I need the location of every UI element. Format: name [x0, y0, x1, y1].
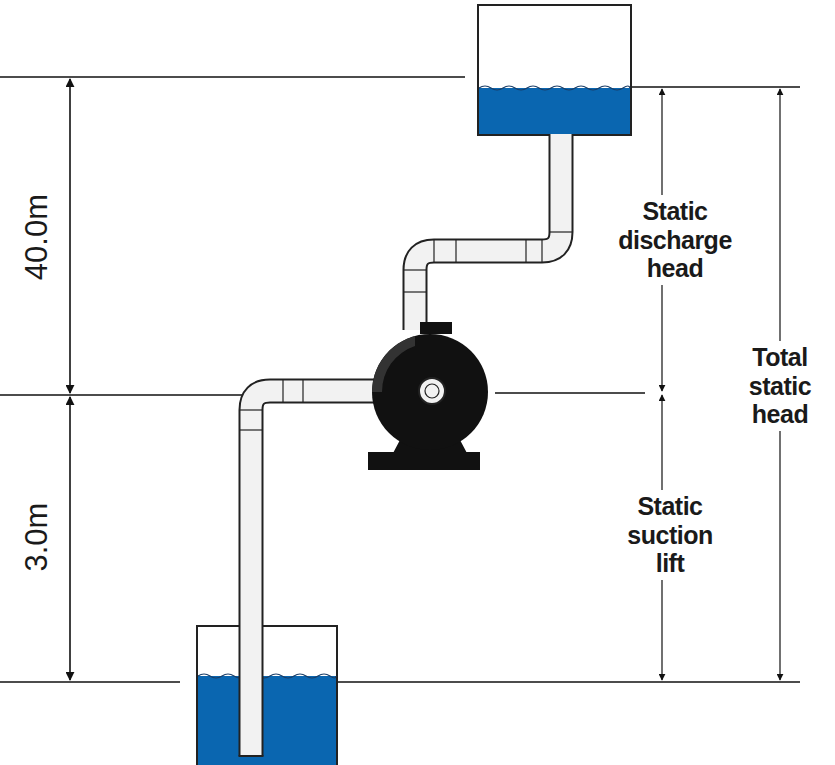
reference-lines — [0, 77, 800, 682]
dimension-label: 40.0m — [20, 191, 54, 283]
dimension-arrows — [70, 79, 780, 680]
pump — [368, 322, 488, 470]
discharge-pipe — [403, 134, 573, 330]
upper-tank — [478, 5, 631, 135]
lower-tank — [197, 626, 337, 765]
head-label: Static suction lift — [624, 490, 715, 580]
dimension-label: 3.0m — [20, 500, 54, 575]
head-label: Static discharge head — [615, 195, 735, 285]
head-label: Total static head — [746, 341, 814, 431]
